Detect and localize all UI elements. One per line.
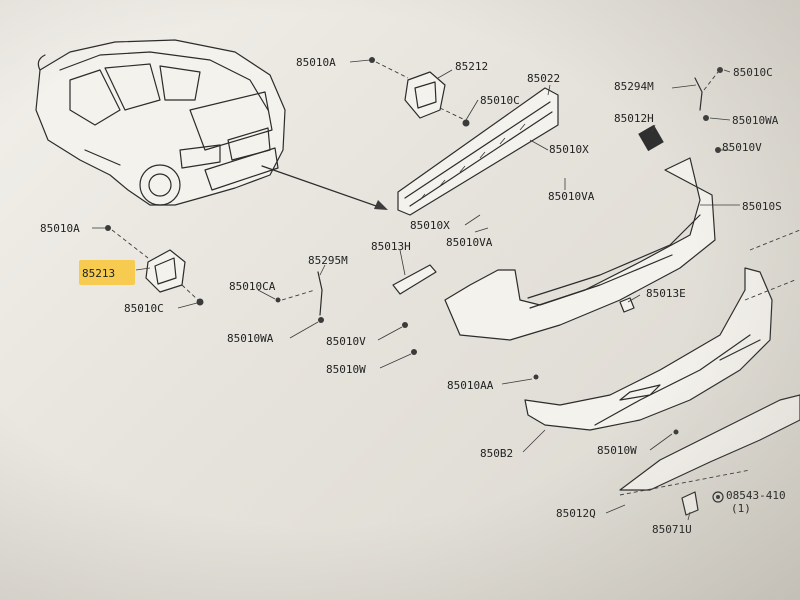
vehicle-rear-illustration [35, 39, 286, 206]
bumper-lower-850B2 [524, 229, 800, 435]
label-85010V[interactable]: 85010V [722, 141, 762, 154]
label-850B2[interactable]: 850B2 [480, 447, 513, 460]
label-85010CA[interactable]: 85010CA [229, 280, 276, 293]
bumper-fascia-upper-85010S [444, 147, 721, 341]
label-85010W[interactable]: 85010W [597, 444, 637, 457]
highlight-85213 [79, 260, 135, 285]
label-85071U[interactable]: 85071U [652, 523, 692, 536]
label-85294M[interactable]: 85294M [614, 80, 654, 93]
label-85010VA[interactable]: 85010VA [548, 190, 595, 203]
bracket-85212 [369, 57, 470, 127]
label-85010WA[interactable]: 85010WA [732, 114, 779, 127]
pad-85013E [619, 297, 635, 313]
bracket-85294M [694, 67, 723, 121]
screw-08543-410 [712, 491, 724, 503]
label-85010A[interactable]: 85010A [296, 56, 336, 69]
label-85010VA[interactable]: 85010VA [446, 236, 493, 249]
label-85010S[interactable]: 85010S [742, 200, 782, 213]
label-85013E[interactable]: 85013E [646, 287, 686, 300]
label-85010AA[interactable]: 85010AA [447, 379, 494, 392]
label-85010A[interactable]: 85010A [40, 222, 80, 235]
label-85022[interactable]: 85022 [527, 72, 560, 85]
label-85010W[interactable]: 85010W [326, 363, 366, 376]
label-85010C[interactable]: 85010C [733, 66, 773, 79]
part-labels: 85010A 85212 85010C 85022 85294M 85010C … [40, 56, 786, 536]
label-85010V[interactable]: 85010V [326, 335, 366, 348]
bracket-85295M [275, 271, 324, 323]
label-85010C[interactable]: 85010C [124, 302, 164, 315]
leader-lines [92, 59, 740, 521]
label-85212[interactable]: 85212 [455, 60, 488, 73]
label-85010WA[interactable]: 85010WA [227, 332, 274, 345]
label-08543-quantity: (1) [731, 502, 751, 515]
clip-85012H [638, 124, 664, 152]
bracket-85013H [392, 264, 437, 295]
label-85012H[interactable]: 85012H [614, 112, 654, 125]
fasteners-mid [402, 322, 539, 380]
label-85010X[interactable]: 85010X [549, 143, 589, 156]
reference-arrow [261, 165, 388, 210]
label-85295M[interactable]: 85295M [308, 254, 348, 267]
label-85010C[interactable]: 85010C [480, 94, 520, 107]
label-85013H[interactable]: 85013H [371, 240, 411, 253]
skid-plate-85012Q [619, 394, 800, 516]
label-85010X[interactable]: 85010X [410, 219, 450, 232]
reinforcement-beam-85022 [397, 87, 559, 216]
label-08543-410[interactable]: 08543-410 [726, 489, 786, 502]
label-85012Q[interactable]: 85012Q [556, 507, 596, 520]
bracket-85213 [105, 225, 204, 306]
label-85213[interactable]: 85213 [82, 267, 115, 280]
